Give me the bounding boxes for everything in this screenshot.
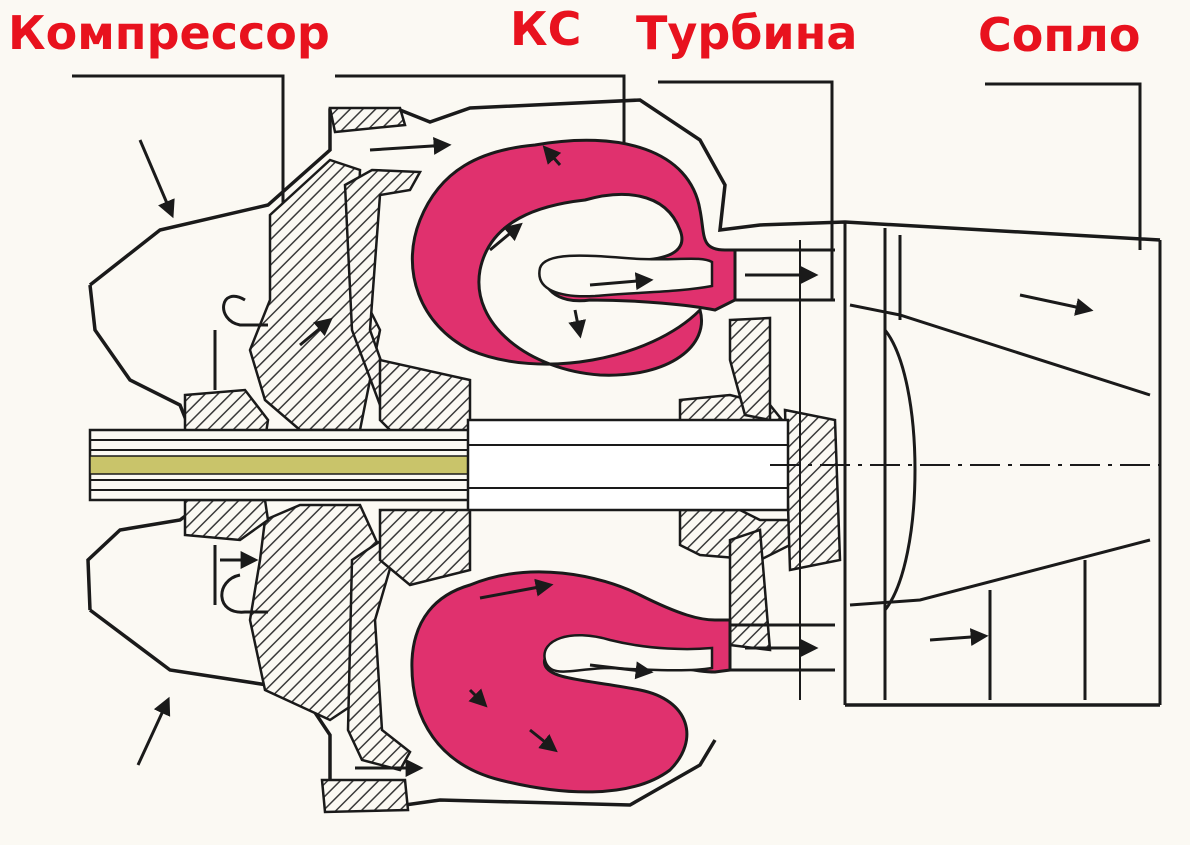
intake-arrow-bottom xyxy=(136,696,171,766)
shaft xyxy=(88,418,790,512)
combustor-top xyxy=(410,138,737,377)
combustion-chamber-label: КС xyxy=(510,2,582,56)
nozzle-arrow-bottom xyxy=(929,628,989,647)
intake-casing xyxy=(86,98,1161,807)
combustion-chamber xyxy=(410,138,737,794)
inlet-curls xyxy=(213,294,268,614)
intake-arrow-top xyxy=(138,139,175,219)
inner-wall-top xyxy=(343,168,423,407)
flow-arrows xyxy=(136,136,1094,777)
bottom-flange xyxy=(320,778,410,814)
nozzle-label: Сопло xyxy=(978,8,1141,62)
combustor-bottom xyxy=(410,570,732,794)
nozzle-arrow-top xyxy=(1019,293,1094,316)
turbine-disc xyxy=(783,408,842,572)
compressor-label: Компрессор xyxy=(8,6,330,60)
stator-bottom xyxy=(728,528,772,652)
bypass-arrow-top xyxy=(369,136,452,155)
top-flange xyxy=(328,106,407,134)
nozzle xyxy=(730,222,1162,705)
compressor-leader xyxy=(72,74,285,330)
turbine-leader xyxy=(658,80,834,300)
compressor-arrow-top xyxy=(299,317,333,347)
diffuser-bottom xyxy=(378,508,472,587)
nozzle-leader xyxy=(985,82,1142,250)
inlet-hub-bottom xyxy=(183,498,270,542)
turbine-label: Турбина xyxy=(636,6,858,60)
diffuser-top xyxy=(378,358,472,442)
combustor-arrows xyxy=(468,145,654,753)
combustor-cutouts xyxy=(538,254,714,673)
hatched-structure xyxy=(183,106,842,814)
stator-top xyxy=(728,316,772,422)
